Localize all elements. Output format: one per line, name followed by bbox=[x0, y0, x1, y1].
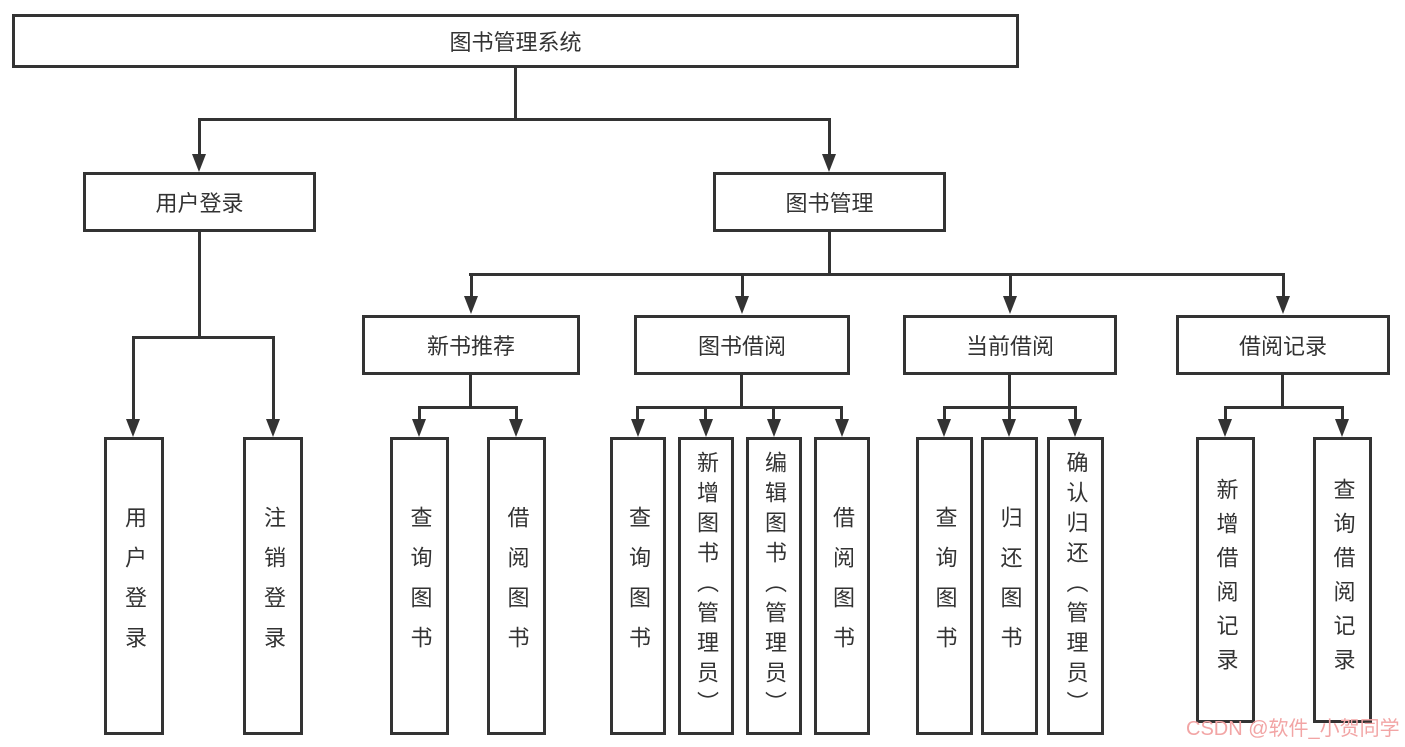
connector-book-mgmt-rail bbox=[469, 273, 1284, 276]
leaf-add-borrow-record: 新增借阅记录 bbox=[1196, 437, 1255, 723]
csdn-watermark: CSDN @软件_小贺同学 bbox=[1186, 718, 1400, 740]
arrow-down-icon bbox=[464, 296, 478, 314]
arrow-down-icon bbox=[192, 154, 206, 172]
connector-drop-user-login bbox=[198, 118, 201, 158]
arrow-down-icon bbox=[735, 296, 749, 314]
connector-stem bbox=[740, 375, 743, 406]
node-current-borrowing: 当前借阅 bbox=[903, 315, 1117, 375]
connector-root-stem bbox=[514, 68, 517, 118]
connector-stem bbox=[1281, 375, 1284, 406]
connector-user-login-stem bbox=[198, 232, 201, 336]
leaf-label: 借阅图书 bbox=[830, 506, 855, 666]
connector-drop bbox=[1008, 406, 1011, 420]
arrow-down-icon bbox=[631, 419, 645, 437]
arrow-down-icon bbox=[266, 419, 280, 437]
leaf-label: 新增借阅记录 bbox=[1213, 478, 1239, 682]
connector-drop bbox=[943, 406, 946, 420]
node-book-management: 图书管理 bbox=[713, 172, 946, 232]
connector-drop bbox=[132, 336, 135, 419]
leaf-label: 查询图书 bbox=[626, 506, 651, 666]
connector-drop bbox=[470, 273, 473, 297]
leaf-query-borrow-record: 查询借阅记录 bbox=[1313, 437, 1372, 723]
leaf-label: 查询图书 bbox=[932, 506, 958, 666]
leaf-label: 编辑图书（管理员） bbox=[762, 451, 787, 721]
connector-drop bbox=[272, 336, 275, 419]
connector-drop bbox=[704, 406, 707, 420]
arrow-down-icon bbox=[699, 419, 713, 437]
node-borrowing-records: 借阅记录 bbox=[1176, 315, 1390, 375]
connector-drop bbox=[1224, 406, 1227, 420]
connector-stem bbox=[469, 375, 472, 406]
connector-drop bbox=[1009, 273, 1012, 297]
connector-drop bbox=[1074, 406, 1077, 420]
leaf-label: 确认归还（管理员） bbox=[1063, 451, 1089, 721]
node-book-borrowing: 图书借阅 bbox=[634, 315, 850, 375]
arrow-down-icon bbox=[1068, 419, 1082, 437]
arrow-down-icon bbox=[822, 154, 836, 172]
connector-drop bbox=[418, 406, 421, 420]
arrow-down-icon bbox=[1276, 296, 1290, 314]
leaf-user-login: 用户登录 bbox=[104, 437, 164, 735]
connector-drop bbox=[840, 406, 843, 420]
arrow-down-icon bbox=[1335, 419, 1349, 437]
leaf-label: 新增图书（管理员） bbox=[694, 451, 719, 721]
arrow-down-icon bbox=[412, 419, 426, 437]
leaf-label: 借阅图书 bbox=[504, 506, 530, 666]
leaf-query-books: 查询图书 bbox=[916, 437, 973, 735]
leaf-borrow-books: 借阅图书 bbox=[487, 437, 546, 735]
leaf-query-books: 查询图书 bbox=[390, 437, 449, 735]
arrow-down-icon bbox=[1218, 419, 1232, 437]
arrow-down-icon bbox=[509, 419, 523, 437]
leaf-label: 查询借阅记录 bbox=[1330, 478, 1356, 682]
connector-drop bbox=[741, 273, 744, 297]
leaf-label: 归还图书 bbox=[997, 506, 1023, 666]
connector-drop-book-mgmt bbox=[828, 118, 831, 158]
arrow-down-icon bbox=[1003, 296, 1017, 314]
arrow-down-icon bbox=[1002, 419, 1016, 437]
connector-rail bbox=[1224, 406, 1344, 409]
node-user-login: 用户登录 bbox=[83, 172, 316, 232]
node-new-book-recommend: 新书推荐 bbox=[362, 315, 580, 375]
connector-stem bbox=[1008, 375, 1011, 406]
arrow-down-icon bbox=[767, 419, 781, 437]
connector-rail bbox=[418, 406, 518, 409]
leaf-return-books: 归还图书 bbox=[981, 437, 1038, 735]
connector-drop bbox=[515, 406, 518, 420]
leaf-confirm-return-admin: 确认归还（管理员） bbox=[1047, 437, 1104, 735]
connector-drop bbox=[636, 406, 639, 420]
leaf-logout: 注销登录 bbox=[243, 437, 303, 735]
leaf-borrow-books: 借阅图书 bbox=[814, 437, 870, 735]
leaf-label: 查询图书 bbox=[407, 506, 433, 666]
leaf-label: 注销登录 bbox=[261, 506, 286, 666]
arrow-down-icon bbox=[937, 419, 951, 437]
connector-book-mgmt-stem bbox=[828, 232, 831, 273]
connector-drop bbox=[1341, 406, 1344, 420]
node-library-management-system: 图书管理系统 bbox=[12, 14, 1019, 68]
connector-user-login-rail bbox=[132, 336, 275, 339]
connector-rail bbox=[636, 406, 843, 409]
connector-drop bbox=[1282, 273, 1285, 297]
leaf-query-books: 查询图书 bbox=[610, 437, 666, 735]
leaf-label: 用户登录 bbox=[122, 506, 147, 666]
leaf-add-books-admin: 新增图书（管理员） bbox=[678, 437, 734, 735]
arrow-down-icon bbox=[835, 419, 849, 437]
arrow-down-icon bbox=[126, 419, 140, 437]
leaf-edit-books-admin: 编辑图书（管理员） bbox=[746, 437, 802, 735]
connector-root-rail bbox=[198, 118, 831, 121]
connector-drop bbox=[772, 406, 775, 420]
